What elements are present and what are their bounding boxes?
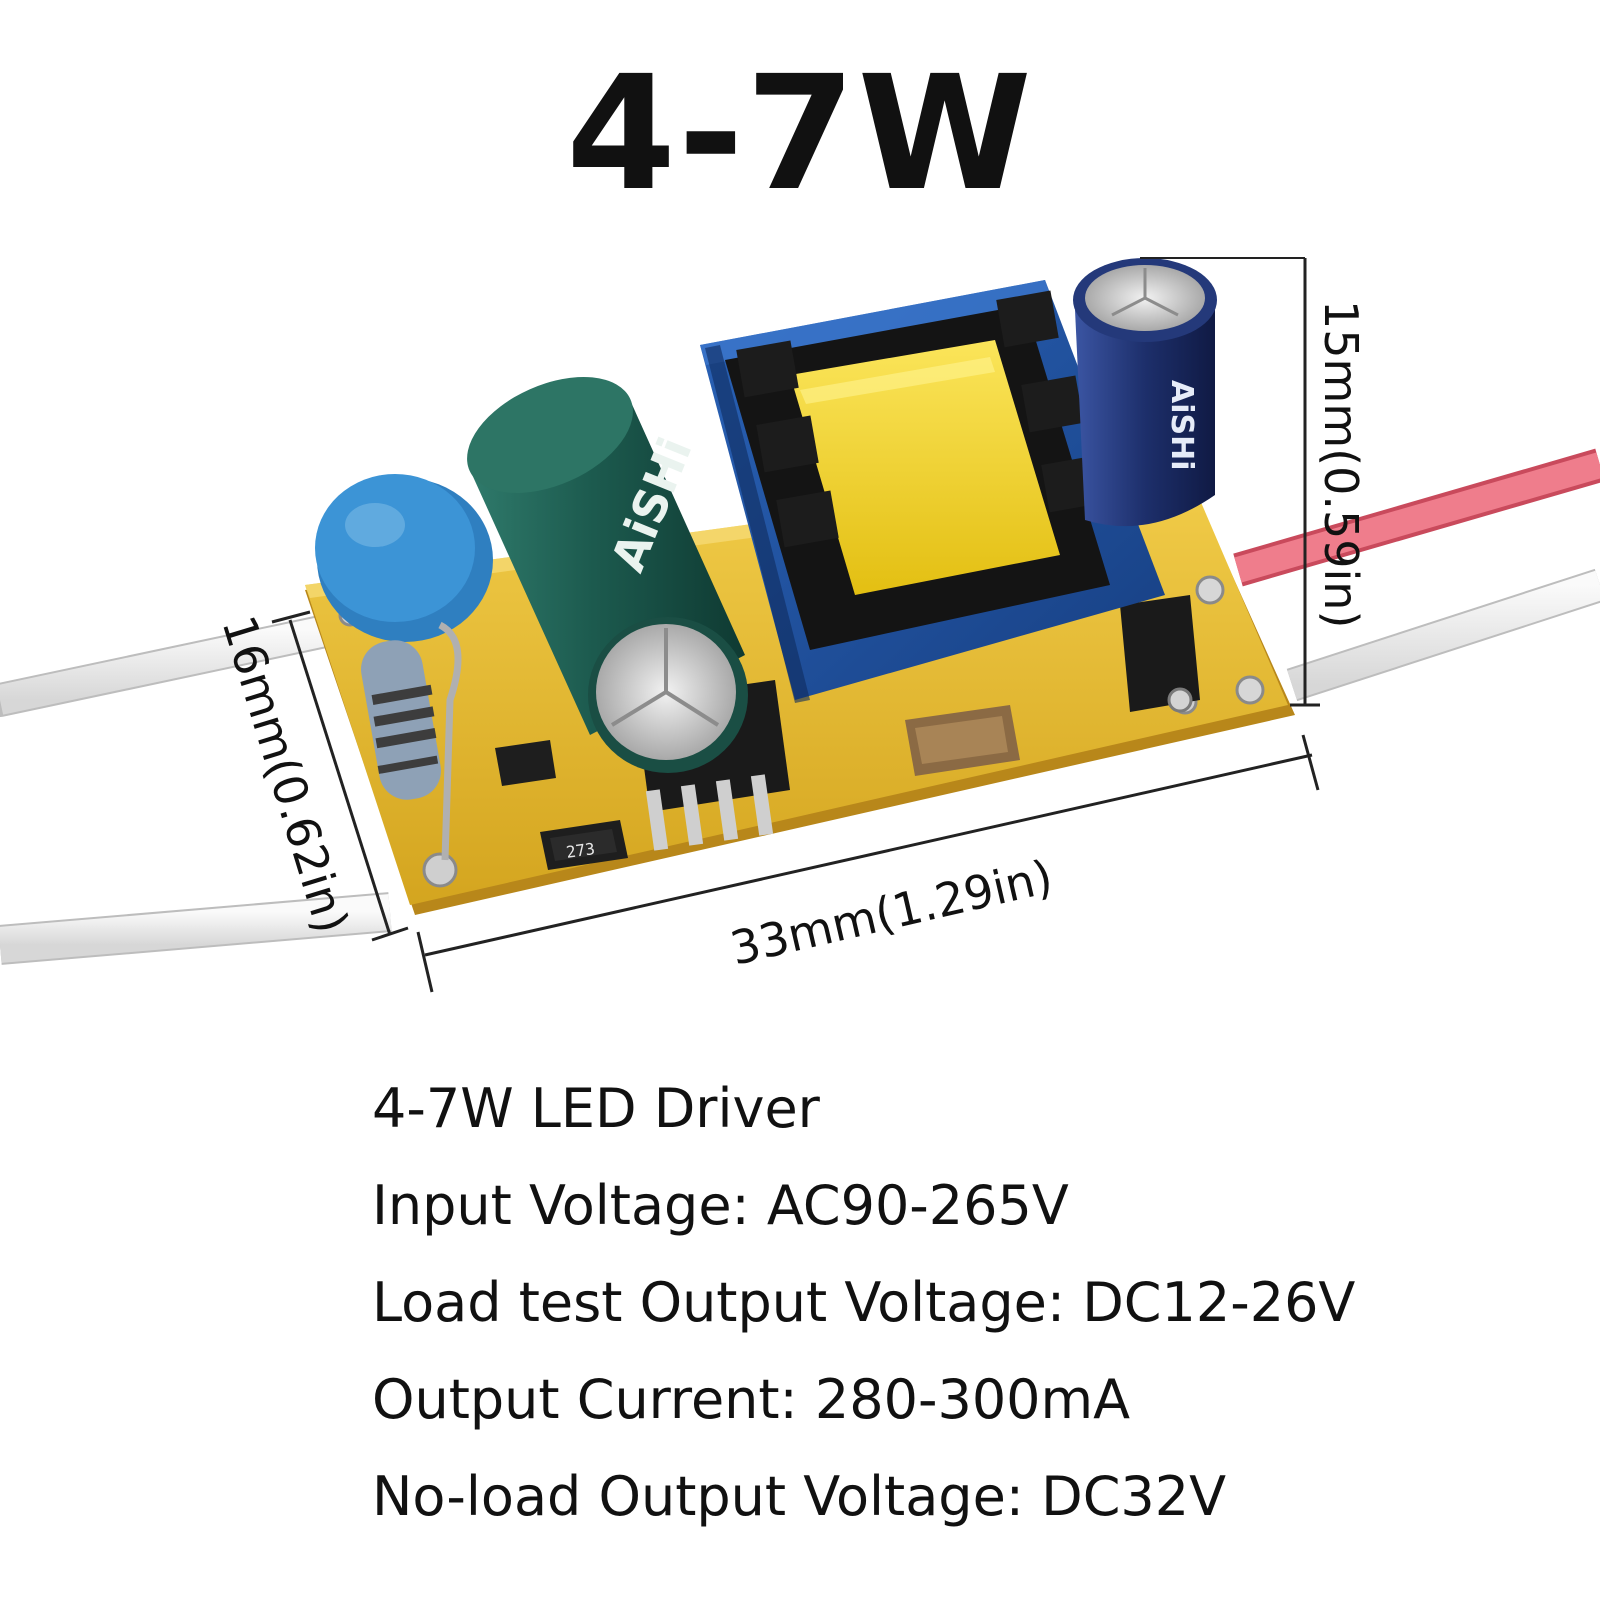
output-wire-red	[1233, 448, 1600, 587]
smd-inductor	[905, 705, 1020, 776]
output-diode	[1120, 595, 1200, 713]
fusible-resistor	[361, 621, 462, 861]
led-driver-photo: 273	[0, 257, 1600, 993]
input-wire-bottom	[0, 892, 392, 965]
spec-input-voltage: Input Voltage: AC90-265V	[372, 1174, 1069, 1237]
spec-output-current: Output Current: 280-300mA	[372, 1368, 1131, 1431]
smd-diode	[495, 740, 556, 786]
width-dimension-line	[271, 610, 409, 942]
height-label: 15mm(0.59in)	[1314, 300, 1368, 628]
smd-code: 273	[565, 839, 596, 862]
spec-list: 4-7W LED Driver Input Voltage: AC90-265V…	[372, 1060, 1355, 1545]
smd-resistor: 273	[540, 820, 628, 870]
length-label: 33mm(1.29in)	[725, 849, 1057, 975]
input-wire-top	[0, 613, 347, 717]
transformer	[700, 280, 1165, 703]
spec-load-output-voltage: Load test Output Voltage: DC12-26V	[372, 1271, 1356, 1334]
height-dimension-line	[1140, 257, 1320, 707]
electrolytic-capacitor-small: AiSHi	[1073, 258, 1217, 527]
small-capacitor-brand: AiSHi	[1164, 380, 1199, 471]
length-dimension-line	[416, 734, 1320, 993]
spec-product-name: 4-7W LED Driver	[372, 1077, 820, 1140]
spec-no-load-voltage: No-load Output Voltage: DC32V	[372, 1465, 1227, 1528]
x-capacitor	[315, 474, 493, 642]
wattage-headline: 4-7W	[566, 42, 1034, 226]
output-wire-white	[1286, 568, 1600, 702]
